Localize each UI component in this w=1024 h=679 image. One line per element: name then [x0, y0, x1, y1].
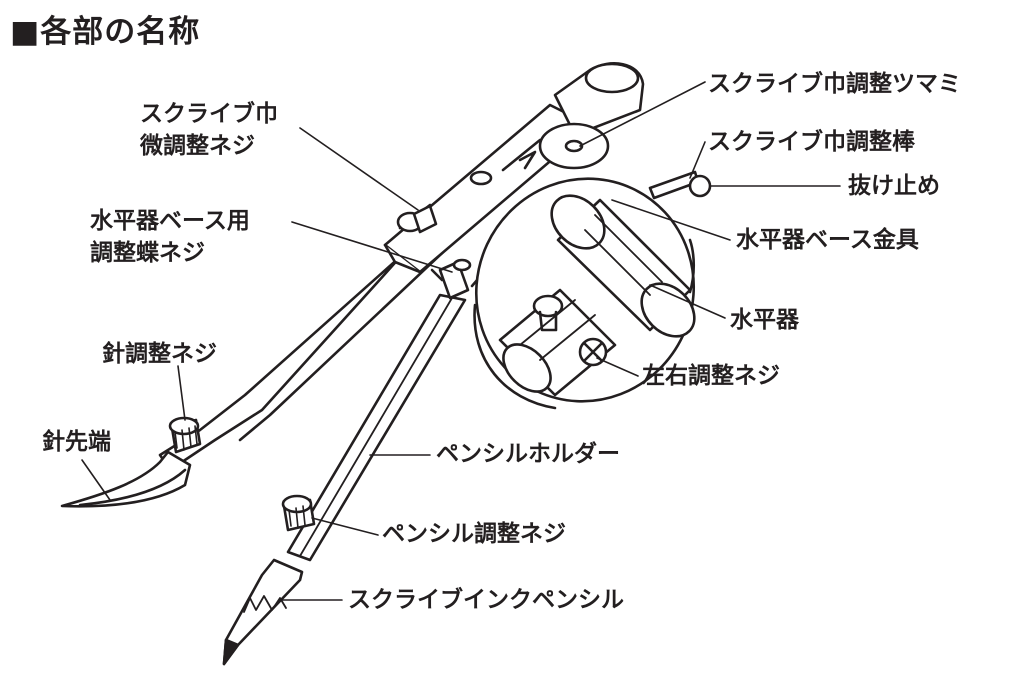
label-needle-screw: 針調整ネジ — [102, 341, 217, 367]
title-text: ■各部の名称 — [10, 14, 201, 50]
label-level-base-screw-line2: 調整蝶ネジ — [90, 240, 205, 266]
label-scribe-fine-screw-line1: スクライブ巾 — [140, 101, 278, 127]
label-scribe-width-rod: スクライブ巾調整棒 — [708, 129, 915, 155]
label-level-base-screw: 水平器ベース用 調整蝶ネジ — [90, 205, 250, 269]
label-stopper: 抜け止め — [848, 173, 940, 199]
label-level-base-bracket: 水平器ベース金具 — [736, 227, 919, 253]
label-level: 水平器 — [730, 307, 799, 333]
scribe-fine-screw — [396, 204, 438, 234]
scribe-width-knob — [538, 62, 645, 170]
level-vial — [498, 194, 696, 397]
label-level-base-screw-line1: 水平器ベース用 — [90, 208, 250, 234]
leader-lines — [81, 81, 841, 601]
label-lr-screw: 左右調整ネジ — [642, 363, 780, 389]
label-scribe-fine-screw-line2: 微調整ネジ — [140, 133, 255, 159]
label-scribe-pencil: スクライブインクペンシル — [348, 587, 624, 613]
needle-screw — [168, 416, 202, 454]
label-scribe-width-knob: スクライブ巾調整ツマミ — [708, 71, 961, 97]
label-scribe-fine-screw: スクライブ巾 微調整ネジ — [140, 98, 278, 162]
scribe-width-rod — [648, 170, 712, 200]
needle-tip — [60, 450, 192, 508]
pencil-screw — [281, 494, 316, 532]
scribe-pencil — [222, 558, 304, 666]
label-needle-tip: 針先端 — [42, 429, 111, 455]
pencil-holder — [286, 293, 467, 562]
stopper-ball — [688, 174, 712, 198]
label-pencil-screw: ペンシル調整ネジ — [382, 521, 566, 547]
page-title: ■各部の名称 — [10, 6, 200, 51]
label-pencil-holder: ペンシルホルダー — [436, 441, 620, 467]
